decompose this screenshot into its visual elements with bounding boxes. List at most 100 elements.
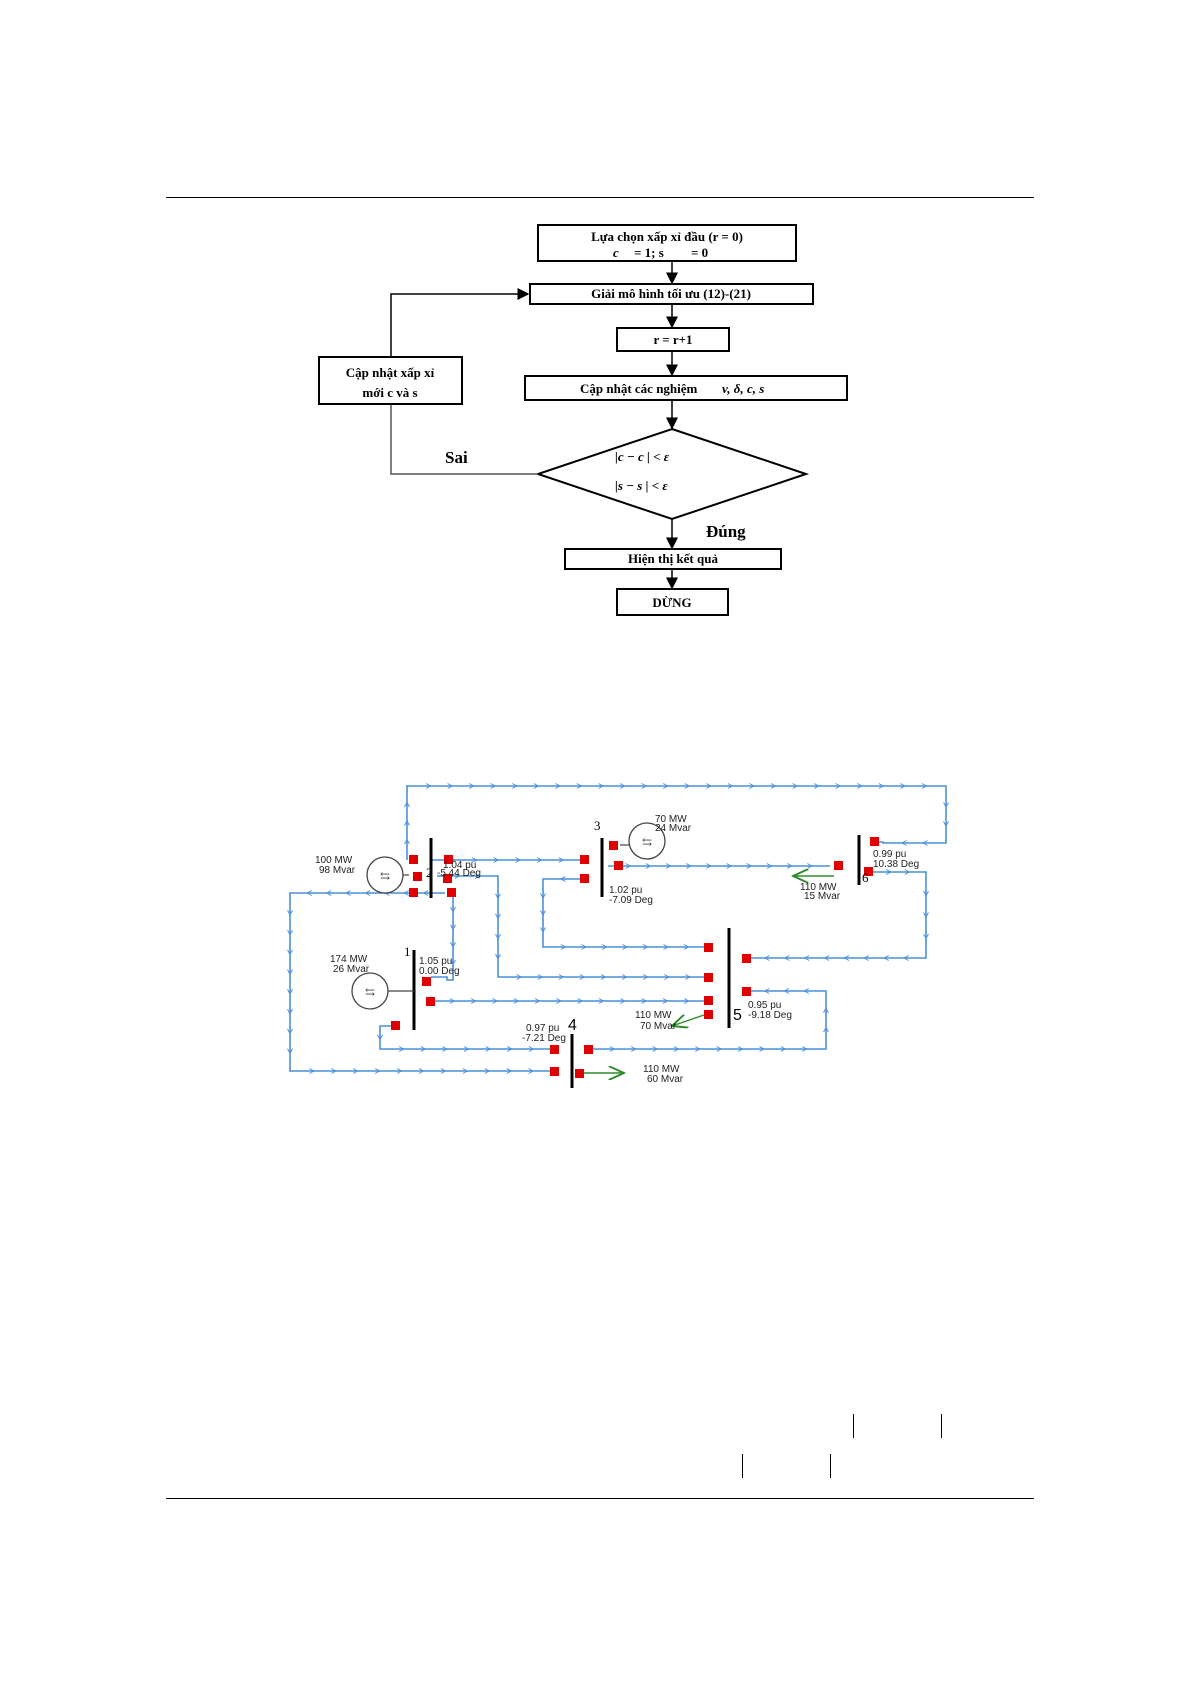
flow-direction-chevron <box>450 942 456 948</box>
flow-direction-chevron <box>684 783 691 789</box>
flow-direction-chevron <box>287 1048 293 1055</box>
flow-direction-chevron <box>442 1046 448 1052</box>
flow-direction-chevron <box>440 1068 447 1074</box>
bus-4-voltage: 0.97 pu <box>526 1023 559 1034</box>
flow-direction-chevron <box>353 1068 359 1074</box>
load-5-arrow <box>672 1014 705 1026</box>
bus-1-voltage: 1.05 pu <box>419 956 452 967</box>
bus-2-angle: -5.44 Deg <box>437 868 481 879</box>
flow-direction-chevron <box>843 955 850 961</box>
bus-5-voltage: 0.95 pu <box>748 1000 781 1011</box>
svg-text:⇆: ⇆ <box>642 835 652 849</box>
flow-direction-chevron <box>559 876 566 882</box>
flow-direction-chevron <box>450 924 456 931</box>
flow-direction-chevron <box>642 944 649 950</box>
flow-direction-chevron <box>474 873 481 879</box>
step-init-box: Lựa chọn xấp xỉ đầu (r = 0) c = 1; s = 0 <box>537 224 797 262</box>
flow-direction-chevron <box>579 974 586 980</box>
bus-3-id: 3 <box>594 818 601 833</box>
flow-direction-chevron <box>404 801 410 808</box>
flow-direction-chevron <box>507 1046 513 1052</box>
flow-direction-chevron <box>447 783 454 789</box>
step-update-box: Cập nhật các nghiệm v, δ, c, s <box>524 375 848 401</box>
flow-direction-chevron <box>556 998 562 1004</box>
flow-direction-chevron <box>454 873 461 879</box>
flow-direction-chevron <box>943 821 949 828</box>
flow-direction-chevron <box>716 1046 723 1052</box>
flow-direction-chevron <box>309 1068 315 1074</box>
flow-direction-chevron <box>823 955 830 961</box>
step-stop-box: DỪNG <box>616 588 729 616</box>
flow-direction-chevron <box>374 1068 381 1074</box>
flow-direction-chevron <box>540 927 546 934</box>
flow-direction-chevron <box>878 783 885 789</box>
bus-5-angle: -9.18 Deg <box>748 1010 792 1021</box>
flow-direction-chevron <box>398 1046 405 1052</box>
flow-direction-chevron <box>780 1046 787 1052</box>
bus-5-id: 5 <box>733 1007 742 1024</box>
load-6-mw: 110 MW <box>800 882 837 893</box>
flow-direction-chevron <box>396 1068 403 1074</box>
flow-direction-chevron <box>903 955 909 961</box>
flow-direction-chevron <box>803 955 810 961</box>
step-display-box: Hiện thị kết quả <box>564 548 782 570</box>
flowchart: Lựa chọn xấp xỉ đầu (r = 0) c = 1; s = 0… <box>318 224 848 616</box>
svg-text:c: c <box>613 245 619 260</box>
gen-3-mvar: 24 Mvar <box>655 823 692 834</box>
flow-direction-chevron <box>493 857 500 863</box>
flow-direction-chevron <box>763 988 770 994</box>
flow-direction-chevron <box>404 819 410 826</box>
flow-direction-chevron <box>645 863 652 869</box>
svg-text:Cập nhật xấp xỉ: Cập nhật xấp xỉ <box>346 365 435 380</box>
flow-direction-chevron <box>904 869 911 875</box>
flow-direction-chevron <box>685 863 692 869</box>
flow-direction-chevron <box>885 869 892 875</box>
flow-direction-chevron <box>537 974 544 980</box>
bus-1-id: 1 <box>404 944 411 959</box>
flow-direction-chevron <box>425 783 432 789</box>
generator-3: ⇆ <box>620 822 666 860</box>
flow-direction-chevron <box>685 974 691 980</box>
flow-direction-chevron <box>364 890 371 896</box>
transmission-lines <box>287 783 949 1074</box>
flow-direction-chevron <box>763 955 770 961</box>
flow-direction-chevron <box>783 955 790 961</box>
flow-direction-chevron <box>673 1046 680 1052</box>
table-divider <box>853 1414 854 1438</box>
flow-direction-chevron <box>921 840 928 846</box>
flow-direction-chevron <box>462 1068 469 1074</box>
flow-direction-chevron <box>485 1046 492 1052</box>
flow-direction-chevron <box>706 783 712 789</box>
flow-direction-chevron <box>863 955 870 961</box>
gen-2-mw: 100 MW <box>315 855 353 866</box>
flow-direction-chevron <box>823 1007 829 1014</box>
flow-direction-chevron <box>706 863 712 869</box>
flow-direction-chevron <box>609 1046 616 1052</box>
flow-direction-chevron <box>923 890 929 897</box>
footer-rule <box>166 1498 1034 1499</box>
flow-direction-chevron <box>577 998 584 1004</box>
flow-direction-chevron <box>492 998 498 1004</box>
svg-text:Lựa chọn xấp xỉ đầu (r = 0): Lựa chọn xấp xỉ đầu (r = 0) <box>591 229 743 244</box>
svg-text:Hiện thị kết quả: Hiện thị kết quả <box>628 551 718 566</box>
arrow-false-branch <box>385 386 538 475</box>
step-solve-box: Giải mô hình tối ưu (12)-(21) <box>529 283 814 305</box>
svg-text:⇆: ⇆ <box>380 869 390 883</box>
flow-direction-chevron <box>495 933 501 940</box>
flow-direction-chevron <box>287 989 293 995</box>
flow-direction-chevron <box>420 1046 427 1052</box>
flow-direction-chevron <box>727 783 734 789</box>
bus-6-angle: 10.38 Deg <box>873 859 919 870</box>
flow-direction-chevron <box>449 998 456 1004</box>
flow-direction-chevron <box>468 783 475 789</box>
flow-direction-chevron <box>766 863 773 869</box>
flow-direction-chevron <box>558 974 565 980</box>
load-6-mvar: 15 Mvar <box>804 891 841 902</box>
svg-text:DỪNG: DỪNG <box>652 595 691 610</box>
flow-direction-chevron <box>759 1046 765 1052</box>
flow-direction-chevron <box>923 933 929 940</box>
flow-direction-chevron <box>515 857 521 863</box>
flow-direction-chevron <box>726 863 733 869</box>
flow-direction-chevron <box>471 857 478 863</box>
flow-direction-chevron <box>622 944 629 950</box>
